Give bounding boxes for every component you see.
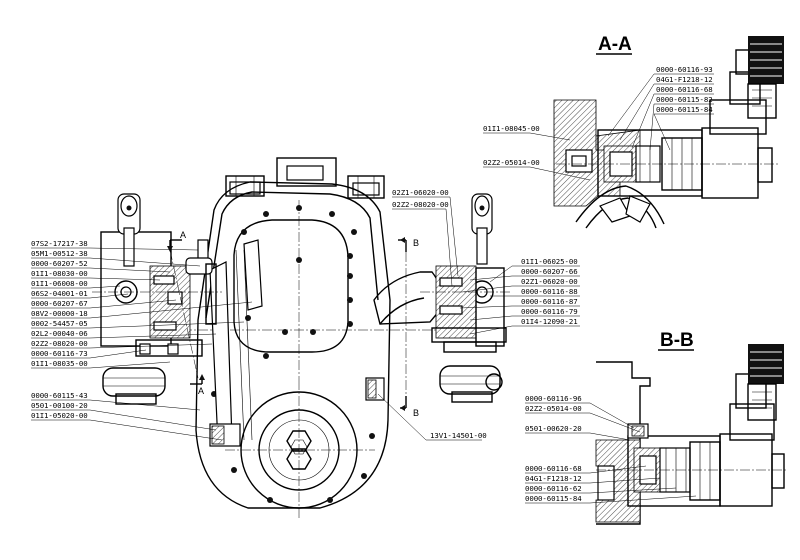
part-label: 0000-60116-96 — [525, 394, 582, 403]
part-label: 01I4-12090-21 — [521, 317, 578, 326]
part-label: 0000-60115-84 — [656, 105, 713, 114]
part-label: 0002-54457-05 — [31, 319, 88, 328]
part-label: 0000-60115-82 — [656, 95, 713, 104]
part-label: 0000-60115-43 — [31, 391, 88, 400]
part-label: 01I1-06025-00 — [521, 257, 578, 266]
part-label: 0000-60116-68 — [656, 85, 713, 94]
part-label: 05M1-00512-38 — [31, 249, 88, 258]
part-label: 07S2-17217-38 — [31, 239, 88, 248]
left-clamp — [92, 193, 222, 405]
part-label: 02Z2-05014-00 — [483, 158, 540, 167]
section-mark-a-bottom: A — [198, 386, 204, 396]
part-label: 0000-60116-79 — [521, 307, 578, 316]
part-label: 01I1-06008-00 — [31, 279, 88, 288]
part-label: 02L2-00040-06 — [31, 329, 88, 338]
part-label: 13V1-14501-00 — [430, 431, 487, 440]
section-title-bb: B-B — [660, 330, 694, 351]
section-title-aa: A-A — [598, 34, 632, 55]
part-label: 0000-60207-52 — [31, 259, 88, 268]
part-label: 0000-60116-68 — [525, 464, 582, 473]
section-a-a: A-A — [483, 34, 784, 229]
main-bottom-label-group: 13V1-14501-00 — [377, 393, 487, 441]
bolt-holes — [211, 205, 375, 503]
part-label: 0000-60116-93 — [656, 65, 713, 74]
part-label: 0000-60116-62 — [525, 484, 582, 493]
main-housing — [150, 181, 440, 520]
part-label: 04G1-F1218-12 — [525, 474, 582, 483]
part-label: 0000-60116-73 — [31, 349, 88, 358]
part-label: 01I1-05020-00 — [31, 411, 88, 420]
right-clamp — [365, 193, 510, 403]
section-mark-a-top: A — [180, 230, 186, 240]
part-label: 08V2-00000-18 — [31, 309, 88, 318]
section-indicators: A A B B — [167, 230, 419, 418]
part-label: 01I1-08030-00 — [31, 269, 88, 278]
part-label: 0000-60116-87 — [521, 297, 578, 306]
part-label: 0501-00620-20 — [525, 424, 582, 433]
part-label: 0000-60207-66 — [521, 267, 578, 276]
main-left-labels: 07S2-17217-38 05M1-00512-38 0000-60207-5… — [31, 239, 253, 369]
part-label: 0000-60116-88 — [521, 287, 578, 296]
main-lower-left-labels: 0000-60115-43 0501-00100-20 01I1-05020-0… — [31, 391, 223, 441]
part-label: 04G1-F1218-12 — [656, 75, 713, 84]
part-label: 0000-60207-67 — [31, 299, 88, 308]
main-right-labels: 01I1-06025-00 0000-60207-66 02Z1-06020-0… — [459, 257, 580, 335]
main-top-labels: 02Z1-06020-00 02Z2-08020-00 — [392, 188, 459, 287]
part-label: 06S2-04001-01 — [31, 289, 88, 298]
part-label: 02Z2-08020-00 — [392, 200, 449, 209]
part-label: 02Z1-06020-00 — [392, 188, 449, 197]
part-label: 0501-00100-20 — [31, 401, 88, 410]
part-label: 02Z2-08020-00 — [31, 339, 88, 348]
part-label: 01I1-08035-00 — [31, 359, 88, 368]
slide-rail — [209, 239, 263, 447]
main-assembly-view: A A B B 07S2-17217-38 05M1-00512-38 0000… — [31, 157, 580, 520]
right-arm — [373, 271, 443, 325]
section-b-b: B-B 0000-60116-96 — [525, 330, 786, 525]
part-label: 02Z2-05014-00 — [525, 404, 582, 413]
section-mark-b-top: B — [413, 238, 419, 248]
section-mark-b-bottom: B — [413, 408, 419, 418]
part-label: 0000-60115-84 — [525, 494, 582, 503]
part-label: 01I1-08045-00 — [483, 124, 540, 133]
part-label: 02Z1-06020-00 — [521, 277, 578, 286]
